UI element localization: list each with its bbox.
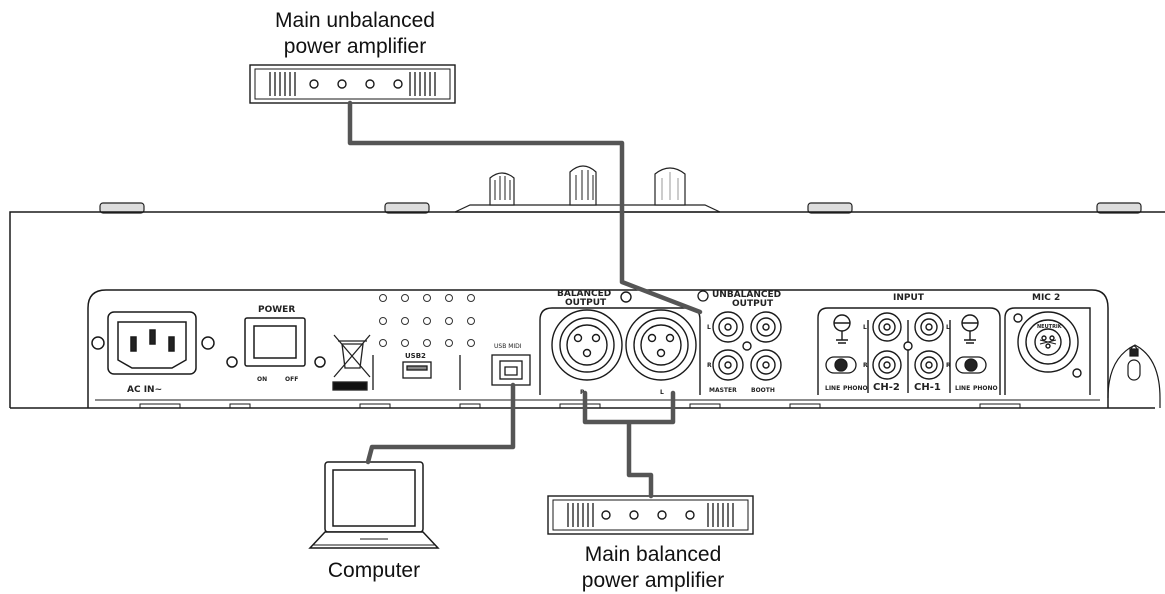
in-l-label-ch1: L bbox=[946, 324, 950, 331]
balanced-amp-caption: Main balanced power amplifier bbox=[548, 542, 758, 594]
ac-in-label: AC IN~ bbox=[127, 385, 162, 395]
line-label-ch1: LINE bbox=[955, 385, 970, 392]
input-section bbox=[817, 307, 1001, 395]
master-label: MASTER bbox=[709, 387, 737, 394]
unbalanced-output-label-1: UNBALANCED bbox=[712, 290, 781, 300]
balanced-output-label-1: BALANCED bbox=[557, 289, 611, 299]
mixer-rear-panel bbox=[9, 211, 1165, 409]
mixer-top-knobs bbox=[99, 165, 1142, 214]
balanced-amp-caption-line1: Main balanced bbox=[584, 543, 722, 566]
ch2-label: CH-2 bbox=[873, 382, 900, 393]
power-off-label: OFF bbox=[285, 376, 298, 383]
power-switch[interactable] bbox=[226, 317, 326, 368]
neutrik-label: NEUTRIK bbox=[1037, 324, 1063, 330]
usb2-label: USB2 bbox=[405, 352, 426, 360]
unbalanced-amplifier-icon bbox=[249, 64, 456, 104]
computer-caption: Computer bbox=[327, 559, 421, 582]
line-label-ch2: LINE bbox=[825, 385, 840, 392]
in-r-label-ch2: R bbox=[863, 362, 868, 369]
mic2-label: MIC 2 bbox=[1032, 293, 1060, 303]
ch1-label: CH-1 bbox=[914, 382, 941, 393]
balanced-l-label: L bbox=[660, 389, 664, 396]
xlr-connector-l[interactable] bbox=[625, 309, 697, 381]
line-phono-switches[interactable] bbox=[825, 356, 987, 374]
ventilation-holes bbox=[379, 294, 475, 347]
unbalanced-amp-caption-line1: Main unbalanced bbox=[275, 9, 435, 32]
usb2-port[interactable] bbox=[372, 355, 461, 390]
unbalanced-amp-caption-line2: power amplifier bbox=[283, 35, 427, 58]
usb-midi-port[interactable] bbox=[491, 354, 531, 386]
unbalanced-output-label-2: OUTPUT bbox=[732, 299, 774, 309]
xlr-connector-r[interactable] bbox=[551, 309, 623, 381]
input-rca-jacks[interactable] bbox=[872, 312, 944, 380]
balanced-output-label-2: OUTPUT bbox=[565, 298, 607, 308]
rca-outputs[interactable] bbox=[712, 311, 782, 381]
usb-midi-label: USB MIDI bbox=[494, 343, 522, 350]
computer-laptop-icon bbox=[308, 461, 440, 549]
balanced-amp-caption-line2: power amplifier bbox=[581, 569, 725, 592]
power-on-label: ON bbox=[257, 376, 267, 383]
unbal-l-label: L bbox=[707, 324, 711, 331]
power-label: POWER bbox=[258, 305, 295, 315]
weee-bin-icon bbox=[332, 334, 371, 391]
balanced-r-label: R bbox=[580, 389, 585, 396]
balanced-amplifier-icon bbox=[547, 495, 754, 535]
booth-label: BOOTH bbox=[751, 387, 775, 394]
phono-label-ch2: PHONO bbox=[843, 385, 868, 392]
mic2-combo-jack[interactable] bbox=[1004, 307, 1091, 395]
in-r-label-ch1: R bbox=[946, 362, 951, 369]
ac-inlet bbox=[91, 311, 215, 375]
cable-usb-midi bbox=[365, 382, 516, 465]
input-label: INPUT bbox=[893, 293, 925, 303]
in-l-label-ch2: L bbox=[863, 324, 867, 331]
phono-label-ch1: PHONO bbox=[973, 385, 998, 392]
cables bbox=[347, 100, 703, 499]
unbalanced-amp-caption: Main unbalanced power amplifier bbox=[250, 8, 460, 60]
lock-icon bbox=[1127, 345, 1141, 381]
cable-unbalanced bbox=[347, 100, 703, 315]
cable-balanced bbox=[582, 390, 676, 499]
unbal-r-label: R bbox=[707, 362, 712, 369]
